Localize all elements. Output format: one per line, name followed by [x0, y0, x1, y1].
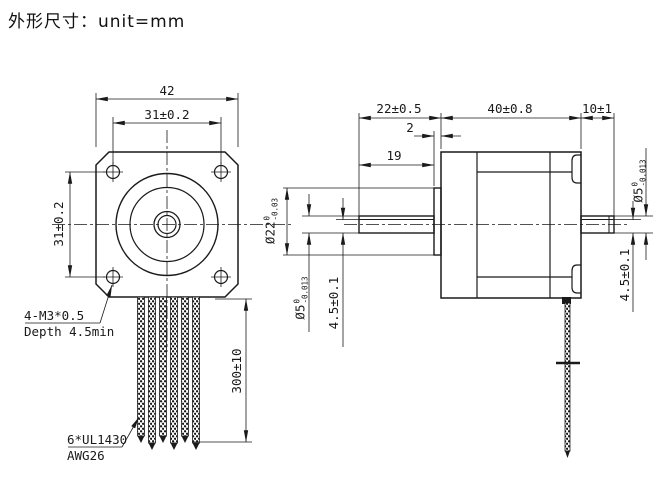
- dim-body-length-label: 40±0.8: [487, 100, 533, 116]
- lead-wire: [192, 296, 200, 444]
- mounting-hole-note-line2: Depth 4.5min: [24, 324, 115, 339]
- rear-shaft-flat-label: 4.5±0.1: [616, 248, 632, 302]
- lead-wire-note-line2: AWG26: [67, 448, 105, 463]
- body-outline: [440, 151, 582, 299]
- dim-lead-length-label: 300±10: [228, 348, 244, 394]
- front-dimension-lines: [67, 96, 249, 443]
- lead-wire: [148, 296, 156, 444]
- side-lead-wire: [556, 297, 580, 458]
- lead-wire: [137, 296, 145, 437]
- dim-hole-pitch-v-label: 31±0.2: [50, 201, 66, 247]
- mounting-holes: [103, 162, 231, 287]
- side-dimension-lines: [284, 115, 649, 347]
- dim-pilot-height-label: 2: [406, 119, 414, 135]
- lead-wire-note-line1: 6*UL1430: [67, 432, 128, 447]
- rear-boss-slot-bottom: [571, 264, 581, 294]
- dim-front-shaft-length-label: 22±0.5: [376, 100, 422, 116]
- front-centerlines: [52, 130, 294, 352]
- dim-shaft-flat-length-label: 19: [386, 147, 402, 163]
- front-shaft-flat-label: 4.5±0.1: [325, 276, 341, 330]
- rear-boss-slot-top: [571, 154, 581, 184]
- pilot-boss: [433, 187, 442, 256]
- lead-wires: [137, 296, 200, 450]
- flange-outline: [95, 151, 239, 298]
- mounting-hole-note-line1: 4-M3*0.5: [24, 308, 85, 323]
- lead-wire: [159, 296, 167, 437]
- dim-rear-shaft-length-label: 10±1: [581, 100, 613, 116]
- lead-wire: [170, 296, 178, 444]
- front-leaders: [25, 284, 140, 448]
- dim-outer-width-label: 42: [159, 82, 175, 98]
- page-title: 外形尺寸：unit=mm: [8, 12, 186, 32]
- front-extension-lines: [65, 93, 252, 443]
- front-view: [25, 93, 294, 450]
- dim-hole-pitch-h-label: 31±0.2: [144, 106, 190, 122]
- lead-wire: [181, 296, 189, 437]
- body-internal-lines: [476, 152, 581, 298]
- side-view: [283, 113, 653, 458]
